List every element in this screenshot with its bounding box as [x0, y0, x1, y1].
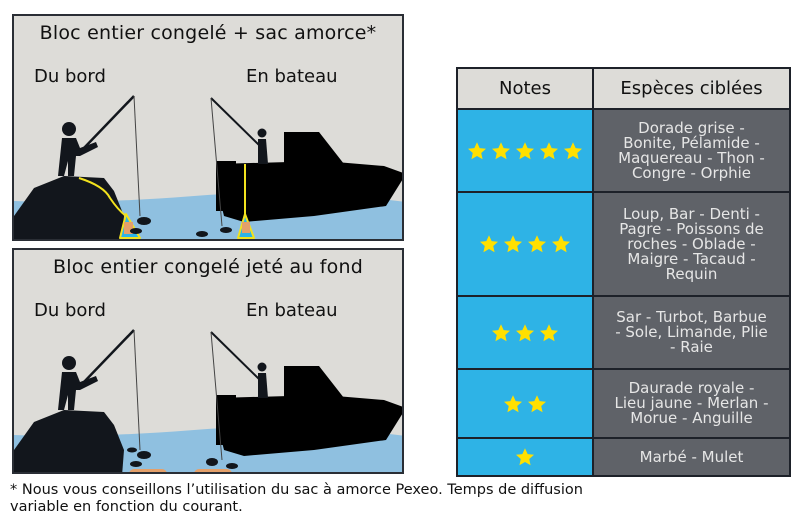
star-icon	[504, 394, 522, 412]
boat-icon	[216, 132, 402, 222]
bait-line	[78, 177, 127, 217]
star-icon	[528, 394, 546, 412]
fish-icon	[130, 217, 232, 237]
species-table: Notes Espèces ciblées Dorade grise - Bon…	[456, 67, 791, 477]
fishing-rod	[83, 329, 135, 383]
star-icon	[492, 323, 510, 341]
bottom-block	[129, 469, 167, 472]
table-row: Sar - Turbot, Barbue - Sole, Limande, Pl…	[458, 297, 789, 370]
panel-title: Bloc entier congelé jeté au fond	[53, 256, 363, 278]
star-rating	[491, 323, 559, 343]
species-cell: Loup, Bar - Denti - Pagre - Poissons de …	[594, 193, 789, 295]
star-icon	[552, 235, 570, 253]
star-icon	[528, 235, 546, 253]
table-row: Marbé - Mulet	[458, 439, 789, 475]
header-species: Espèces ciblées	[594, 69, 789, 108]
species-cell: Sar - Turbot, Barbue - Sole, Limande, Pl…	[594, 297, 789, 368]
boat-line	[210, 97, 223, 227]
rating-cell	[458, 110, 594, 191]
footnote-line: variable en fonction du courant.	[10, 499, 243, 515]
boat-icon	[216, 366, 402, 456]
label-du-bord: Du bord	[34, 300, 106, 321]
fishing-line	[133, 95, 141, 217]
footnote: * Nous vous conseillons l’utilisation du…	[10, 482, 583, 516]
star-rating	[515, 447, 535, 467]
panel-bait-bag: Bloc entier congelé + sac amorce* Du bor…	[12, 14, 404, 241]
star-rating	[467, 141, 583, 161]
shore-fisher-icon	[58, 122, 98, 176]
star-icon	[480, 235, 498, 253]
star-icon	[516, 141, 534, 159]
species-cell: Marbé - Mulet	[594, 439, 789, 475]
fish-icon	[127, 447, 238, 469]
panel-title: Bloc entier congelé + sac amorce*	[39, 22, 377, 44]
star-rating	[479, 234, 571, 254]
bait-block	[124, 222, 133, 234]
star-icon	[468, 141, 486, 159]
fishing-line	[133, 329, 141, 451]
species-cell: Dorade grise - Bonite, Pélamide - Maquer…	[594, 110, 789, 191]
fishing-rod	[83, 95, 135, 149]
rating-cell	[458, 370, 594, 437]
table-header: Notes Espèces ciblées	[458, 69, 789, 110]
header-notes: Notes	[458, 69, 594, 108]
table-row: Loup, Bar - Denti - Pagre - Poissons de …	[458, 193, 789, 297]
boat-bait-block	[242, 222, 250, 233]
panel-bottom-block: Bloc entier congelé jeté au fond Du bord…	[12, 248, 404, 474]
label-en-bateau: En bateau	[246, 66, 338, 87]
rating-cell	[458, 297, 594, 368]
star-icon	[564, 141, 582, 159]
boat-rod	[210, 331, 261, 381]
footnote-line: * Nous vous conseillons l’utilisation du…	[10, 482, 583, 498]
table-row: Daurade royale - Lieu jaune - Merlan - M…	[458, 370, 789, 439]
rating-cell	[458, 439, 594, 475]
shore-fisher-icon	[58, 356, 98, 410]
star-icon	[516, 323, 534, 341]
rock-icon	[14, 176, 124, 239]
star-icon	[540, 323, 558, 341]
label-du-bord: Du bord	[34, 66, 106, 87]
table-row: Dorade grise - Bonite, Pélamide - Maquer…	[458, 110, 789, 193]
rating-cell	[458, 193, 594, 295]
rock-icon	[14, 410, 124, 472]
species-cell: Daurade royale - Lieu jaune - Merlan - M…	[594, 370, 789, 437]
star-rating	[503, 394, 547, 414]
star-icon	[540, 141, 558, 159]
star-icon	[504, 235, 522, 253]
star-icon	[492, 141, 510, 159]
label-en-bateau: En bateau	[246, 300, 338, 321]
boat-line	[210, 331, 223, 461]
star-icon	[516, 448, 534, 466]
scene-bottom-block	[14, 329, 402, 472]
boat-rod	[210, 97, 261, 147]
scene-bait-bag	[14, 95, 402, 239]
bottom-block	[194, 469, 232, 472]
